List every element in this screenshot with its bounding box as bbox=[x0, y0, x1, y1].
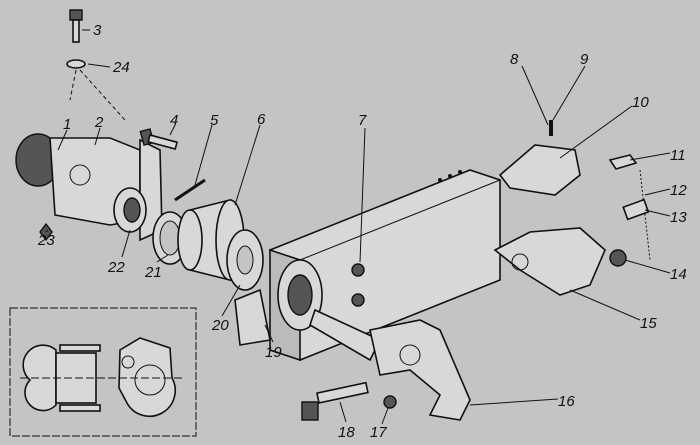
callout-2: 2 bbox=[94, 114, 104, 131]
callout-5: 5 bbox=[210, 112, 219, 129]
callout-10: 10 bbox=[632, 94, 649, 111]
part-bolt-18 bbox=[301, 381, 369, 421]
callout-6: 6 bbox=[257, 111, 266, 128]
callout-24: 24 bbox=[112, 59, 130, 76]
callout-8: 8 bbox=[510, 51, 519, 68]
callout-13: 13 bbox=[670, 209, 687, 226]
callout-1: 1 bbox=[63, 116, 71, 133]
part-housing-1-2 bbox=[15, 133, 163, 242]
part-bolt-3 bbox=[69, 9, 83, 43]
callout-21: 21 bbox=[144, 264, 162, 281]
callout-22: 22 bbox=[107, 259, 125, 276]
inset-assembled-view bbox=[9, 307, 197, 437]
part-chain-12 bbox=[639, 169, 651, 261]
callout-17: 17 bbox=[370, 424, 387, 441]
callout-16: 16 bbox=[558, 393, 575, 410]
callout-9: 9 bbox=[580, 51, 589, 68]
part-nut-17 bbox=[383, 395, 397, 409]
part-bolt-4 bbox=[139, 128, 179, 150]
callout-12: 12 bbox=[670, 182, 687, 199]
callout-19: 19 bbox=[265, 344, 282, 361]
part-hook-16 bbox=[309, 308, 471, 421]
part-cotter-14 bbox=[609, 249, 627, 267]
callout-14: 14 bbox=[670, 266, 687, 283]
callout-23: 23 bbox=[37, 232, 55, 249]
part-washer-24 bbox=[66, 59, 86, 69]
part-plate-19 bbox=[234, 259, 323, 346]
part-bracket-15 bbox=[493, 227, 606, 296]
leader-lines bbox=[45, 29, 671, 425]
part-screw-9 bbox=[549, 120, 553, 136]
part-sleeve-13 bbox=[622, 198, 650, 221]
part-pin-5 bbox=[174, 178, 206, 202]
callout-11: 11 bbox=[670, 147, 686, 164]
callout-18: 18 bbox=[338, 424, 355, 441]
callout-labels: 3 24 1 2 4 5 6 7 8 9 10 11 12 13 14 15 1… bbox=[37, 22, 687, 441]
callout-4: 4 bbox=[170, 112, 178, 129]
callout-15: 15 bbox=[640, 315, 657, 332]
callout-3: 3 bbox=[93, 22, 102, 39]
part-pin-11 bbox=[608, 154, 638, 170]
callout-20: 20 bbox=[211, 317, 229, 334]
callout-7: 7 bbox=[358, 112, 367, 129]
